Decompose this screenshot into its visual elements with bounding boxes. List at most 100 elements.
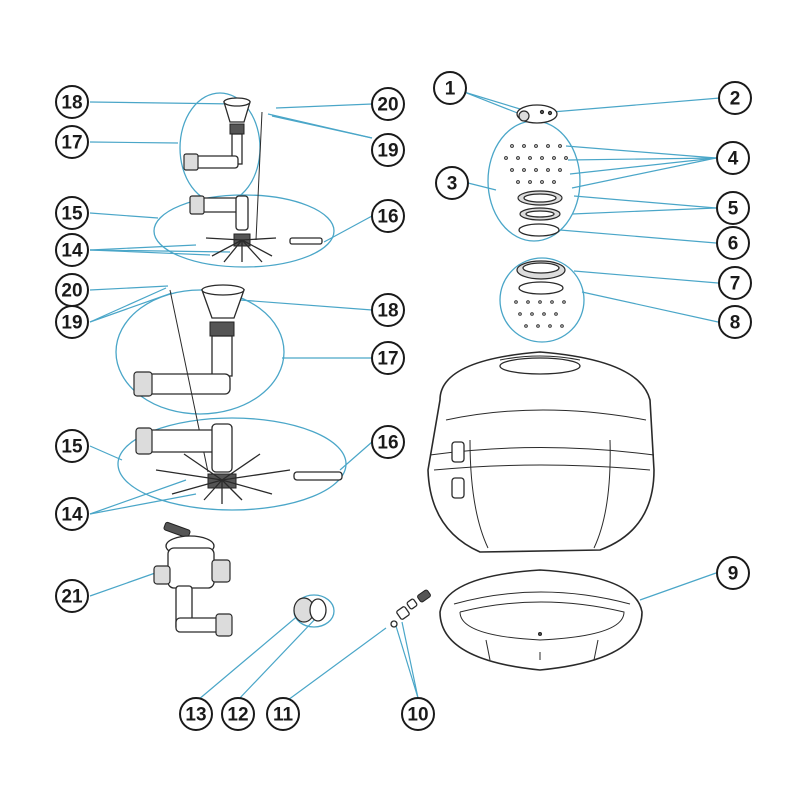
ellipse-upper-15 [153, 194, 335, 268]
part-7-flange [516, 260, 566, 295]
callout-circle [371, 293, 405, 327]
part-5-ring [517, 190, 563, 221]
callout-circle [716, 556, 750, 590]
callout-number: 20 [61, 281, 82, 302]
callout-c21: 21 [55, 579, 89, 613]
callout-number: 13 [185, 705, 206, 726]
callout-number: 21 [61, 587, 83, 608]
callout-circle [718, 266, 752, 300]
callout-circle [55, 125, 89, 159]
part-21-valve [153, 521, 233, 637]
callout-circle [55, 196, 89, 230]
callout-c16b: 16 [371, 425, 405, 459]
part-4-diffuser [504, 144, 568, 184]
callout-number: 3 [447, 174, 458, 195]
callout-circle [55, 85, 89, 119]
callout-c10: 10 [401, 697, 435, 731]
callout-number: 5 [728, 199, 739, 220]
callout-c7: 7 [718, 266, 752, 300]
callout-c15b: 15 [55, 429, 89, 463]
callout-number: 18 [61, 93, 82, 114]
callout-c13: 13 [179, 697, 213, 731]
callout-c18a: 18 [55, 85, 89, 119]
callout-c2: 2 [718, 81, 752, 115]
callout-circle [371, 425, 405, 459]
callout-number: 4 [728, 149, 739, 170]
callout-c20b: 20 [55, 273, 89, 307]
lower-lateral-assembly [133, 284, 343, 504]
callout-number: 17 [377, 349, 398, 370]
callout-number: 6 [728, 234, 739, 255]
callout-c14a: 14 [55, 233, 89, 267]
callout-circle [55, 233, 89, 267]
callout-c18b: 18 [371, 293, 405, 327]
callout-number: 14 [61, 505, 83, 526]
callout-number: 20 [377, 95, 398, 116]
callout-number: 9 [728, 564, 739, 585]
callout-number: 8 [730, 313, 741, 334]
callout-number: 11 [273, 705, 294, 726]
ellipse-lower-15 [117, 417, 347, 511]
callout-c20a: 20 [371, 87, 405, 121]
callout-c16a: 16 [371, 199, 405, 233]
callout-circle [55, 579, 89, 613]
callout-c4: 4 [716, 141, 750, 175]
callout-circle [433, 71, 467, 105]
callout-circle [716, 191, 750, 225]
callout-circle [718, 305, 752, 339]
callout-circle [55, 429, 89, 463]
part-6-seal [518, 223, 560, 237]
callout-circle [55, 497, 89, 531]
callout-number: 15 [61, 437, 83, 458]
callout-number: 1 [445, 79, 456, 100]
part-8-dots [514, 300, 566, 328]
callout-number: 15 [61, 204, 83, 225]
callout-number: 17 [61, 133, 82, 154]
callout-circle [716, 141, 750, 175]
callout-number: 16 [377, 433, 398, 454]
callout-circle [401, 697, 435, 731]
callout-number: 12 [227, 705, 248, 726]
callout-circle [371, 133, 405, 167]
callout-circle [435, 166, 469, 200]
callout-circle [718, 81, 752, 115]
part-1-2-cap [516, 104, 558, 124]
ellipse-lower-17 [115, 289, 285, 415]
callout-number: 19 [61, 313, 82, 334]
callout-c19a: 19 [371, 133, 405, 167]
callout-c15a: 15 [55, 196, 89, 230]
callout-c9: 9 [716, 556, 750, 590]
callout-circle [371, 341, 405, 375]
callout-c11: 11 [266, 697, 300, 731]
callout-number: 14 [61, 241, 83, 262]
callout-c3: 3 [435, 166, 469, 200]
callout-circle [716, 226, 750, 260]
upper-lateral-assembly [183, 97, 323, 263]
part-12-13-union [293, 597, 327, 623]
callout-number: 2 [730, 89, 741, 110]
callout-number: 19 [377, 141, 398, 162]
group-outlines [115, 92, 585, 628]
callout-c1: 1 [433, 71, 467, 105]
ellipse-part-3 [487, 120, 581, 242]
part-9-base [439, 569, 643, 671]
callout-circle [179, 697, 213, 731]
callout-c19b: 19 [55, 305, 89, 339]
callout-number: 18 [377, 301, 398, 322]
callout-c8: 8 [718, 305, 752, 339]
callout-number: 7 [730, 274, 741, 295]
callout-c17a: 17 [55, 125, 89, 159]
callout-number: 16 [377, 207, 398, 228]
callout-c14b: 14 [55, 497, 89, 531]
callout-number: 10 [407, 705, 428, 726]
part-10-11-drain [390, 589, 431, 628]
leader-lines [89, 91, 721, 701]
callout-circle [371, 199, 405, 233]
callout-circle [221, 697, 255, 731]
callout-c5: 5 [716, 191, 750, 225]
callout-circle [371, 87, 405, 121]
ellipse-part-7-8 [499, 257, 585, 343]
callout-circle [266, 697, 300, 731]
